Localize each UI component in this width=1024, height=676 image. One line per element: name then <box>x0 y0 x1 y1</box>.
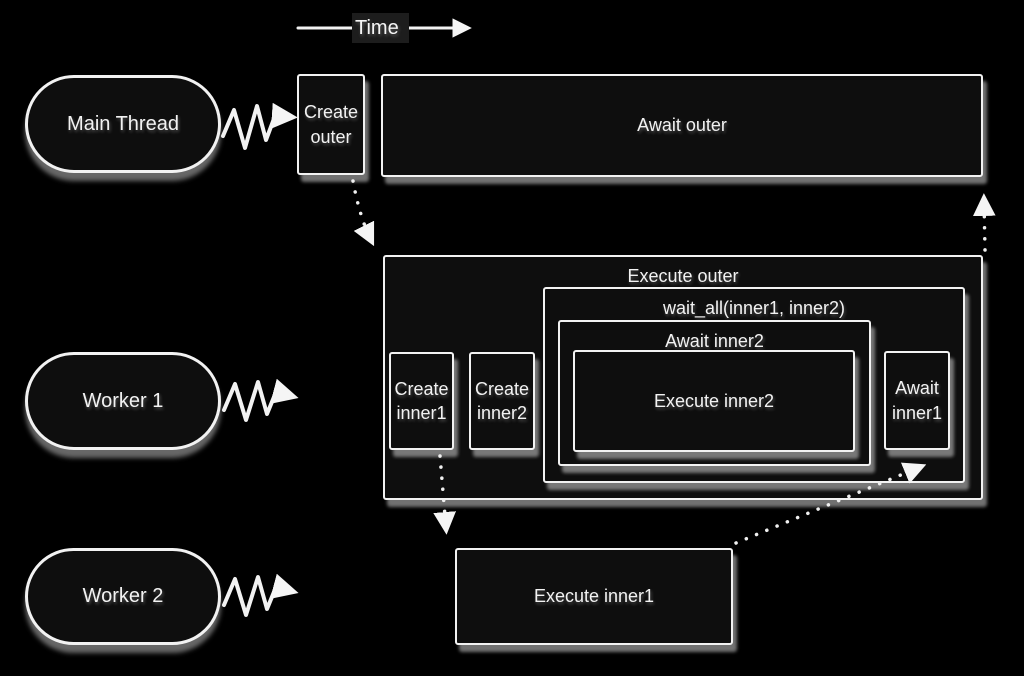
lane-worker-2-label: Worker 2 <box>82 585 164 607</box>
block-execute-inner2: Execute inner2 <box>573 350 855 452</box>
block-execute-inner2-label: Execute inner2 <box>653 390 775 411</box>
block-create-inner1: Create inner1 <box>389 352 454 450</box>
squiggly-arrow-main-thread-to-create-outer <box>221 102 298 150</box>
block-create-inner2-label: Create inner2 <box>474 378 530 423</box>
block-execute-inner1: Execute inner1 <box>455 548 733 645</box>
lane-worker-2: Worker 2 <box>25 548 221 645</box>
squiggly-arrow-worker1 <box>222 378 299 422</box>
squiggly-arrow-worker2 <box>222 573 299 617</box>
block-await-inner1-label: Await inner1 <box>891 378 943 423</box>
block-create-outer: Create outer <box>297 74 365 175</box>
time-axis-label: Time <box>352 13 409 43</box>
block-execute-outer-label: Execute outer <box>627 266 739 286</box>
dotted-arrow-execute-outer-to-await-outer <box>972 193 996 252</box>
time-axis-label-text: Time <box>355 16 399 39</box>
lane-worker-1: Worker 1 <box>25 352 221 450</box>
block-await-outer-label: Await outer <box>637 115 727 136</box>
lane-main-thread: Main Thread <box>25 75 221 173</box>
lane-worker-1-label: Worker 1 <box>82 389 164 412</box>
dotted-arrow-create-outer-to-execute-outer <box>351 179 375 247</box>
block-await-outer: Await outer <box>381 74 983 177</box>
block-wait-all-label: wait_all(inner1, inner2) <box>662 298 846 318</box>
block-create-inner1-label: Create inner1 <box>394 378 449 423</box>
block-execute-inner1-label: Execute inner1 <box>533 586 655 607</box>
lane-main-thread-label: Main Thread <box>67 112 179 135</box>
block-await-inner1: Await inner1 <box>884 351 950 450</box>
block-create-outer-label: Create outer <box>303 102 359 147</box>
block-create-inner2: Create inner2 <box>469 352 535 450</box>
block-await-inner2-label: Await inner2 <box>665 331 764 351</box>
